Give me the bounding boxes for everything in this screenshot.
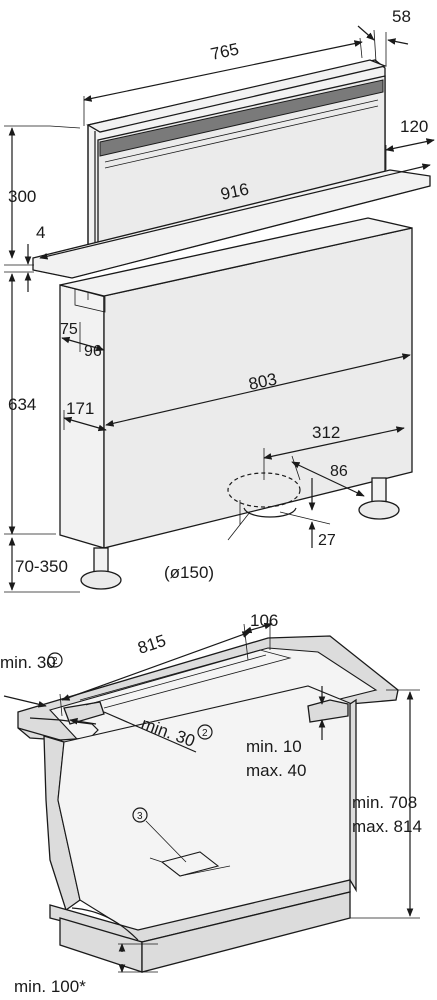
dim-min10: min. 10 <box>246 737 302 756</box>
cabinet-cutout <box>17 635 399 973</box>
cabinet-right-wall <box>349 698 357 893</box>
dim-96: 96 <box>84 343 102 360</box>
callout-2-left <box>47 652 63 668</box>
dim-300: 300 <box>8 187 36 206</box>
svg-text:3: 3 <box>137 811 143 822</box>
dim-27: 27 <box>318 532 336 549</box>
dim-75: 75 <box>60 321 78 338</box>
dim-58: 58 <box>392 7 411 26</box>
dim-min30-left: min. 30 <box>0 653 56 672</box>
dim-815: 815 <box>135 631 168 658</box>
dim-70-350: 70-350 <box>15 557 68 576</box>
dim-120: 120 <box>400 117 428 136</box>
svg-text:2: 2 <box>202 728 208 739</box>
callout-3 <box>132 807 148 823</box>
dim-171: 171 <box>66 399 94 418</box>
dim-634: 634 <box>8 395 36 414</box>
downdraft-unit <box>32 59 431 590</box>
dim-min100: min. 100* <box>14 977 86 996</box>
dim-dia150: (ø150) <box>164 563 214 582</box>
dim-max814: max. 814 <box>352 817 422 836</box>
dim-4: 4 <box>36 223 45 242</box>
support-block <box>307 699 349 723</box>
foot-right <box>358 477 400 520</box>
dim-106: 106 <box>250 611 278 630</box>
bottom-dimensions: 815 106 min. 30 2 min. 30 2 min. 10 max.… <box>0 611 422 996</box>
dim-max40: max. 40 <box>246 761 306 780</box>
dim-86: 86 <box>330 463 348 480</box>
dim-312: 312 <box>312 423 340 442</box>
dim-765: 765 <box>209 39 241 63</box>
top-dimensions: 765 58 120 916 300 4 634 70-350 7 <box>4 7 435 593</box>
svg-text:2: 2 <box>52 656 58 667</box>
callout-2-right <box>197 724 213 740</box>
foot-left <box>80 547 122 590</box>
dim-min708: min. 708 <box>352 793 417 812</box>
